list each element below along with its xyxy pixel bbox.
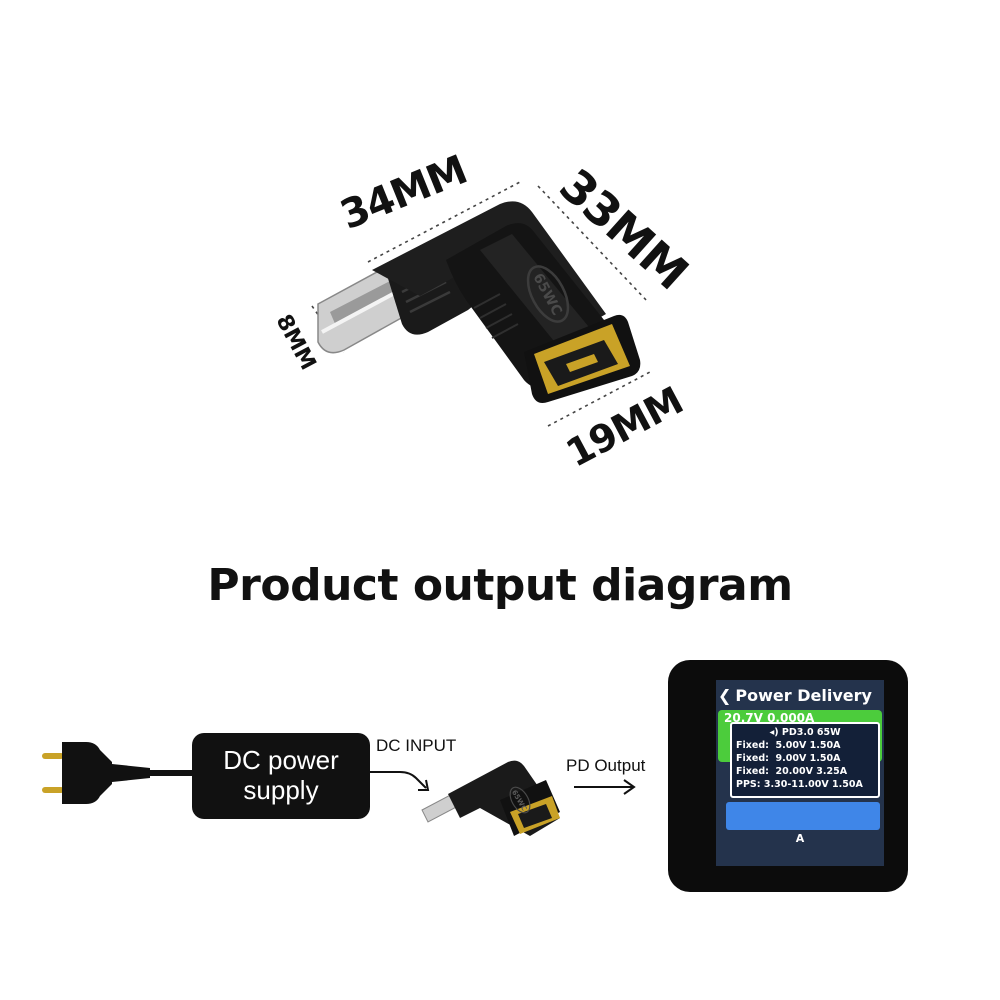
profile-voltage: 9.00V bbox=[775, 753, 807, 764]
profile-current: 1.50A bbox=[809, 753, 841, 764]
dc-input-label: DC INPUT bbox=[376, 736, 457, 755]
profile-kind: Fixed: bbox=[736, 753, 769, 764]
profile-current: 3.25A bbox=[816, 766, 848, 777]
screen-bottom-label: A bbox=[795, 832, 805, 845]
product-dimension-drawing: 65WC bbox=[311, 181, 651, 427]
dim-line-33 bbox=[537, 185, 649, 303]
profile-voltage: 3.30-11.00V bbox=[763, 779, 829, 790]
screen-title-bar: ❮Power Delivery bbox=[716, 686, 884, 705]
output-flow-diagram: 65WC bbox=[42, 742, 636, 836]
profile-current: 1.50A bbox=[832, 779, 863, 790]
profile-kind: Fixed: bbox=[736, 766, 769, 777]
dc-power-supply-box: DC power supply bbox=[192, 733, 370, 819]
profile-kind: PPS: bbox=[736, 779, 761, 790]
partial-reading: 20.7V 0.000A bbox=[724, 711, 815, 725]
pd-output-arrow bbox=[574, 779, 636, 795]
dc-input-arrow bbox=[370, 771, 430, 791]
pd-header: ◂) PD3.0 65W bbox=[736, 726, 874, 739]
dim-line-34 bbox=[367, 181, 521, 263]
dim-line-19 bbox=[547, 371, 651, 427]
profile-row: Fixed: 5.00V 1.50A bbox=[736, 739, 874, 752]
usb-tester-screen: ❮Power Delivery 20.7V 0.000A ◂) PD3.0 65… bbox=[716, 680, 884, 866]
profile-row: PPS: 3.30-11.00V 1.50A bbox=[736, 778, 874, 791]
speaker-icon: ◂) bbox=[769, 727, 779, 738]
small-adapter-icon: 65WC bbox=[421, 760, 560, 836]
square-port bbox=[524, 314, 641, 403]
profile-kind: Fixed: bbox=[736, 740, 769, 751]
profile-voltage: 20.00V bbox=[775, 766, 813, 777]
pd-output-label: PD Output bbox=[566, 756, 646, 775]
profile-current: 1.50A bbox=[809, 740, 841, 751]
profile-row: Fixed: 20.00V 3.25A bbox=[736, 765, 874, 778]
screen-blue-bar bbox=[726, 802, 880, 830]
profile-row: Fixed: 9.00V 1.50A bbox=[736, 752, 874, 765]
profile-voltage: 5.00V bbox=[775, 740, 807, 751]
back-chevron-icon: ❮ bbox=[718, 686, 732, 705]
pd-profile-popup: ◂) PD3.0 65W Fixed: 5.00V 1.50A Fixed: 9… bbox=[730, 722, 880, 798]
power-supply-line-2: supply bbox=[243, 775, 319, 805]
pd-header-text: PD3.0 65W bbox=[781, 727, 841, 738]
power-supply-line-1: DC power bbox=[223, 745, 339, 775]
wall-plug-icon bbox=[42, 742, 150, 804]
diagram-heading: Product output diagram bbox=[207, 560, 793, 611]
screen-title: Power Delivery bbox=[735, 686, 872, 705]
